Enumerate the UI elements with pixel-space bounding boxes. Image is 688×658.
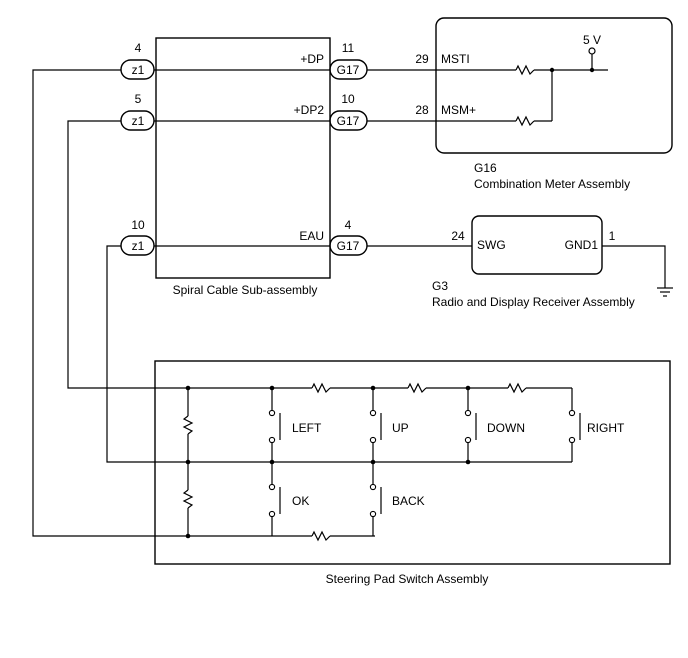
switch-ok: OK: [268, 462, 309, 536]
connector-code: G17: [337, 63, 360, 77]
switch-up-label: UP: [392, 421, 409, 435]
switch-back-label: BACK: [392, 494, 425, 508]
spiral-cable-box: [155, 37, 331, 279]
switch-down: DOWN: [464, 388, 525, 462]
switch-up: UP: [369, 388, 409, 462]
pin-number: 11: [342, 41, 355, 55]
combination-meter-box: [435, 17, 673, 154]
supply-label: 5 V: [583, 33, 601, 47]
radio-receiver-label: Radio and Display Receiver Assembly: [432, 295, 635, 309]
switch-back: BACK: [369, 462, 425, 536]
resistor-ladder-1: [182, 415, 194, 435]
signal-gnd1: GND1: [565, 238, 599, 252]
pin-number: 4: [135, 41, 142, 55]
pin-number: 4: [345, 218, 352, 232]
combination-meter-label: Combination Meter Assembly: [474, 177, 630, 191]
signal-dp: +DP: [300, 52, 324, 66]
meter-pin28: 28: [415, 103, 429, 117]
z1-connector-pin5: 5 z1: [120, 92, 155, 131]
pin-number: 10: [341, 92, 355, 106]
resistor-bus-3: [507, 382, 527, 394]
resistor-ladder-2: [182, 489, 194, 509]
supply-terminal-icon: [588, 47, 596, 55]
resistor-bus-2: [407, 382, 427, 394]
wire-pin5-feed: [67, 120, 188, 389]
resistor-bus-4: [311, 530, 331, 542]
resistor-msm: [515, 115, 535, 127]
radio-receiver-code: G3: [432, 279, 448, 293]
connector-code: G17: [337, 114, 360, 128]
connector-code: z1: [132, 63, 145, 77]
wire-pin4-feed: [32, 69, 188, 537]
pin-number: 5: [135, 92, 142, 106]
radio-pin1: 1: [609, 229, 616, 243]
resistor-bus-1: [311, 382, 331, 394]
connector-code: G17: [337, 239, 360, 253]
switch-left-label: LEFT: [292, 421, 322, 435]
z1-connector-pin10: 10 z1: [120, 218, 155, 256]
z1-connector-pin4: 4 z1: [120, 41, 155, 80]
radio-receiver-box: [471, 215, 603, 275]
junction-dot: [549, 67, 555, 73]
switch-right-label: RIGHT: [587, 421, 625, 435]
connector-code: z1: [132, 239, 145, 253]
resistor-msti: [515, 64, 535, 76]
spiral-cable-label: Spiral Cable Sub-assembly: [173, 283, 318, 297]
meter-pin29: 29: [415, 52, 429, 66]
connector-code: z1: [132, 114, 145, 128]
switch-right: RIGHT: [568, 388, 625, 462]
steering-pad-label: Steering Pad Switch Assembly: [326, 572, 489, 586]
switch-ok-label: OK: [292, 494, 309, 508]
g17-connector-pin4: 4 G17: [329, 218, 368, 256]
signal-swg: SWG: [477, 238, 506, 252]
g17-connector-pin10: 10 G17: [329, 92, 368, 131]
signal-msti: MSTI: [441, 52, 470, 66]
wire-pin10-feed: [106, 245, 188, 463]
wire-gnd1: [602, 245, 666, 288]
g17-connector-pin11: 11 G17: [329, 41, 368, 80]
signal-msm: MSM+: [441, 103, 476, 117]
signal-dp2: +DP2: [294, 103, 325, 117]
switch-left: LEFT: [268, 388, 322, 462]
switch-down-label: DOWN: [487, 421, 525, 435]
ground-icon: [657, 287, 673, 297]
radio-pin24: 24: [451, 229, 465, 243]
pin-number: 10: [131, 218, 145, 232]
combination-meter-code: G16: [474, 161, 497, 175]
signal-eau: EAU: [299, 229, 324, 243]
